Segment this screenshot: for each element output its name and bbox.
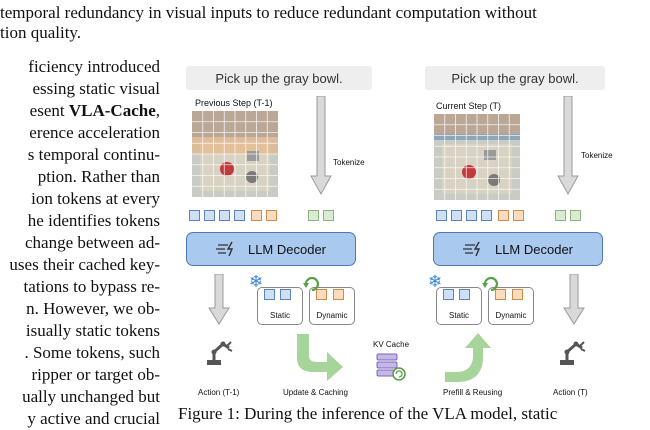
body-text-left-line: tations to bypass re- (23, 277, 160, 296)
tokenize-label-left: Tokenize (333, 158, 365, 167)
static-token (189, 210, 200, 221)
instruction-prompt-left: Pick up the gray bowl. (186, 66, 372, 90)
static-token (466, 210, 477, 221)
body-text-left-line: ficiency introduced (28, 57, 160, 76)
observation-image-previous (192, 111, 278, 197)
body-text-left-line: ually unchanged but (22, 387, 160, 406)
text-token (555, 210, 566, 221)
decoder-label-right: LLM Decoder (494, 241, 574, 257)
database-icon (376, 353, 406, 381)
snowflake-icon: ❄ (428, 272, 443, 291)
static-token (436, 210, 447, 221)
dynamic-token (316, 289, 327, 300)
robot-arm-icon-right (560, 341, 586, 365)
dynamic-token (512, 289, 523, 300)
prefill-reusing-arrow (445, 333, 491, 382)
body-text-left-line: y active and crucial (27, 409, 160, 428)
static-token (443, 289, 454, 300)
refresh-icon (482, 276, 498, 292)
body-text-left-line: essing static visual (32, 79, 160, 98)
body-text-left-line: esent VLA-Cache, (29, 101, 160, 120)
dynamic-label-right: Dynamic (495, 311, 527, 320)
robot-arm-icon-left (207, 341, 233, 365)
llm-decoder-left: LLM Decoder (186, 232, 356, 266)
body-text-left-line: uses their cached key- (9, 255, 160, 274)
dynamic-token (251, 210, 262, 221)
tokenize-arrow-left (310, 96, 332, 196)
refresh-icon (303, 276, 319, 292)
update-caching-arrow (297, 334, 343, 381)
dynamic-token (266, 210, 277, 221)
dynamic-label-left: Dynamic (316, 311, 348, 320)
dynamic-token (495, 289, 506, 300)
static-token (481, 210, 492, 221)
action-label-right: Action (T) (553, 388, 588, 397)
tokenize-label-right: Tokenize (581, 151, 613, 160)
body-text-left-line: ion tokens at every (31, 189, 160, 208)
decoder-label-left: LLM Decoder (247, 241, 327, 257)
dynamic-token (333, 289, 344, 300)
static-token (234, 210, 245, 221)
static-label-left: Static (269, 311, 290, 320)
action-label-left: Action (T-1) (198, 388, 240, 397)
kv-cache-label: KV Cache (373, 340, 410, 349)
static-token (451, 210, 462, 221)
down-arrow-left (208, 274, 230, 325)
static-label-right: Static (448, 311, 469, 320)
down-arrow-right (563, 274, 585, 325)
figure-caption: Figure 1: During the inference of the VL… (178, 404, 558, 423)
static-token (219, 210, 230, 221)
body-text-left-line: ripper or target ob- (31, 365, 160, 384)
body-text-left-line: s temporal continu- (27, 145, 160, 164)
static-token (280, 289, 291, 300)
body-text-left-line: change between ad- (25, 233, 160, 252)
snowflake-icon: ❄ (249, 272, 264, 291)
static-token (264, 289, 275, 300)
body-text-left-line: erence acceleration (29, 123, 160, 142)
static-token (204, 210, 215, 221)
text-token (570, 210, 581, 221)
previous-step-label: Previous Step (T-1) (195, 98, 273, 108)
body-text-left-line: isually static tokens (25, 321, 160, 340)
prefill-reusing-label: Prefill & Reusing (443, 388, 503, 397)
bold-term: VLA-Cache (68, 101, 156, 120)
body-text-left-line: he identifies tokens (27, 211, 160, 230)
body-text-line-1: temporal redundancy in visual inputs to … (0, 3, 537, 22)
dynamic-token (498, 210, 509, 221)
tokenize-arrow-right (557, 96, 579, 196)
observation-image-current (434, 114, 520, 200)
body-text-left-line: . Some tokens, such (24, 343, 160, 362)
update-caching-label: Update & Caching (283, 388, 348, 397)
dynamic-token (513, 210, 524, 221)
instruction-prompt-right: Pick up the gray bowl. (425, 66, 605, 90)
body-text-left-line: ption. Rather than (37, 167, 160, 186)
static-token (459, 289, 470, 300)
body-text-line-2: tion quality. (0, 23, 82, 42)
text-token (323, 210, 334, 221)
body-text-left-line: n. However, we ob- (26, 299, 160, 318)
text-token (308, 210, 319, 221)
llm-decoder-right: LLM Decoder (433, 232, 603, 266)
lightning-icon (462, 241, 481, 257)
lightning-icon (215, 241, 234, 257)
current-step-label: Current Step (T) (436, 101, 502, 111)
